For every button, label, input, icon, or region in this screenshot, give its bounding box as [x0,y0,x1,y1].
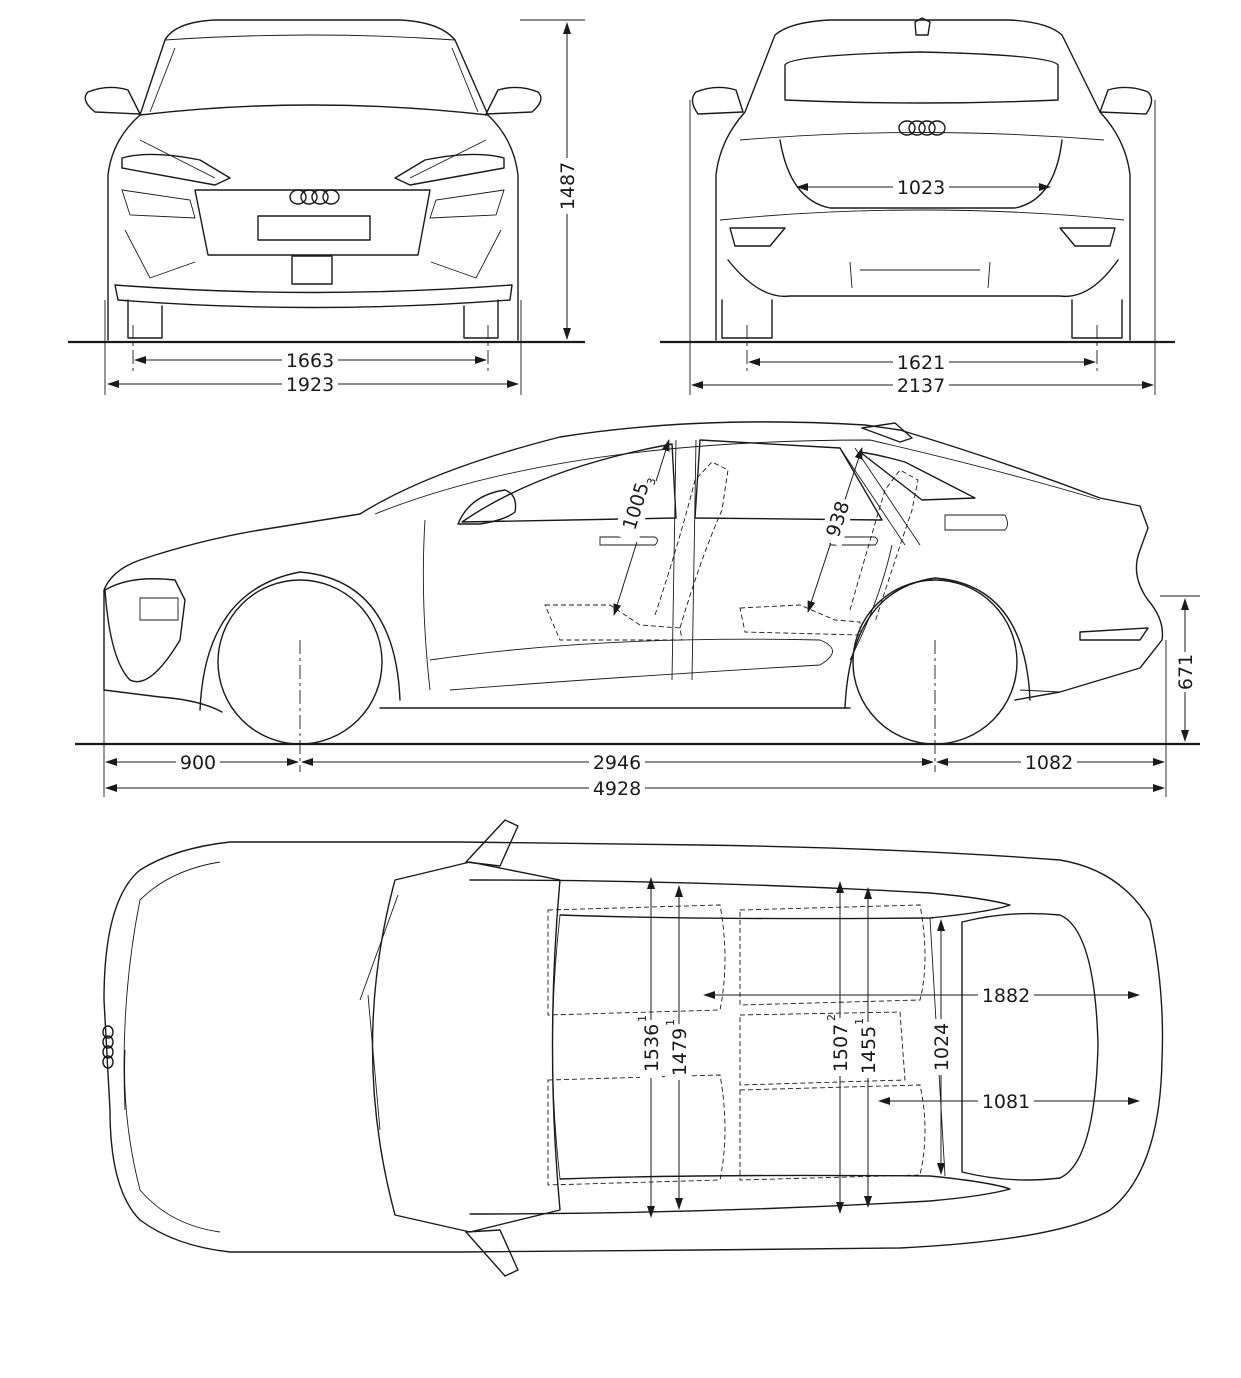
rear-overhang-label: 1082 [1025,752,1073,774]
rear-elbow-note: 1 [853,1018,866,1025]
side-view: 1005 3 938 900 2946 1082 4928 671 [75,421,1200,800]
width-mirrors-label: 2137 [897,375,945,397]
trunk-width-label: 1024 [931,1023,953,1071]
rear-view: 1023 1621 2137 [660,17,1175,397]
top-brand-rings [102,1025,114,1069]
side-mirror [457,489,517,525]
front-sensor [291,255,333,285]
front-elbow-label: 1479 [669,1028,691,1076]
trunk-opening-label: 1023 [897,177,945,199]
rear-shoulder-label: 1507 [830,1024,852,1072]
rear-headroom-label: 938 [822,499,854,540]
front-view: 1663 1923 1487 [68,19,585,396]
front-width-label: 1923 [286,374,334,396]
front-shoulder-note: 1 [636,1015,649,1022]
rear-shoulder-note: 2 [825,1014,838,1021]
front-headroom-note: 3 [644,476,658,486]
front-track-label: 1663 [286,350,334,372]
load-length-label: 1081 [982,1091,1030,1113]
load-length-folded-label: 1882 [982,985,1030,1007]
wheelbase-label: 2946 [593,752,641,774]
top-mirror-right [465,1229,519,1277]
front-brand-rings [289,189,340,205]
front-overhang-label: 900 [180,752,216,774]
load-sill-label: 671 [1175,654,1197,690]
height-label: 1487 [557,162,579,210]
front-elbow-note: 1 [664,1019,677,1026]
top-view: 1536 1 1479 1 1507 2 1455 1 1024 1882 10… [102,819,1164,1277]
rear-brand-rings [898,120,946,136]
length-label: 4928 [593,778,641,800]
front-shoulder-label: 1536 [641,1024,663,1072]
rear-elbow-label: 1455 [858,1026,880,1074]
rear-track-label: 1621 [897,352,945,374]
rear-antenna [914,17,931,36]
front-plate [257,215,371,241]
top-mirror-left [465,819,519,867]
